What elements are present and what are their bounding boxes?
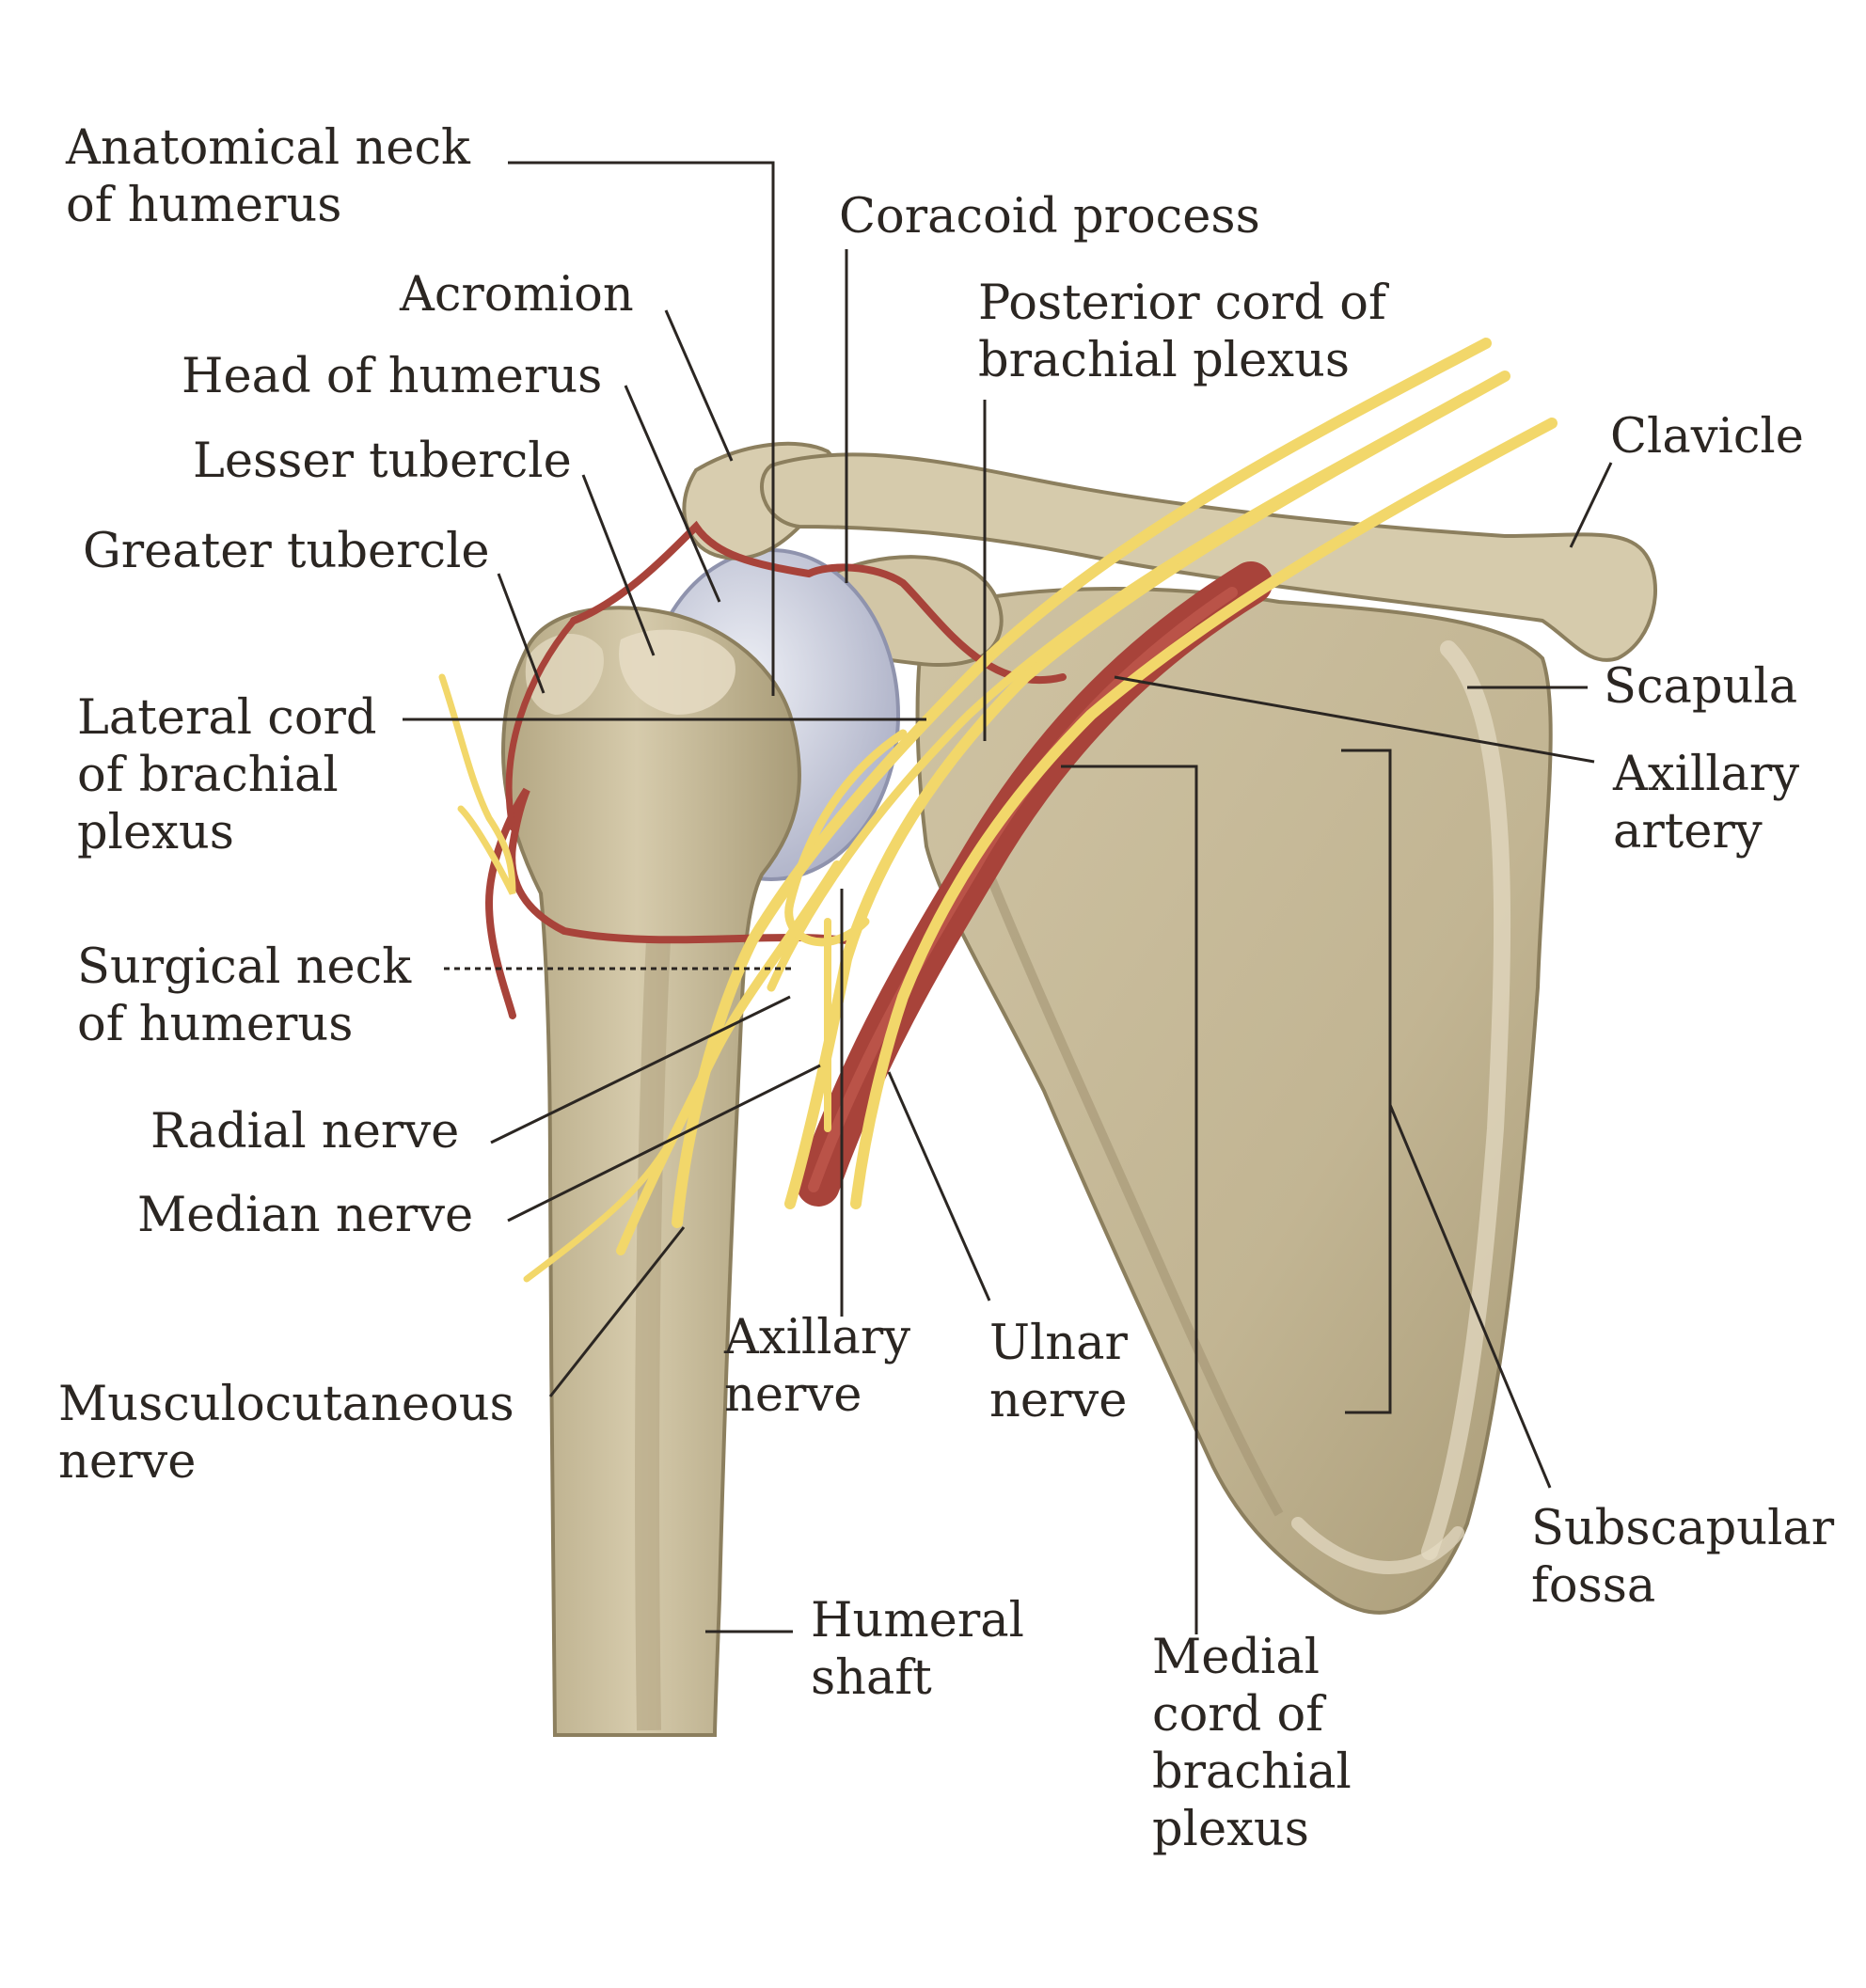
label-line: Anatomical neck [66,120,470,176]
scapula-lateral-ridge [973,844,1284,1517]
lesser-tubercle-shape [619,629,735,715]
label-radial-nerve: Radial nerve [150,1103,459,1160]
label-line: Acromion [400,267,634,323]
label-lesser-tubercle: Lesser tubercle [193,433,572,490]
label-line: Surgical neck [77,939,412,995]
label-line: cord of [1152,1687,1324,1743]
label-line: Clavicle [1610,409,1804,465]
label-line: shaft [811,1650,932,1706]
label-line: Humeral [811,1593,1024,1649]
label-greater-tubercle: Greater tubercle [83,523,490,580]
label-line: Posterior cord of [978,276,1386,331]
label-line: Musculocutaneous [58,1377,514,1432]
label-posterior-cord-of-brachial-plexus: Posterior cord of brachial plexus [978,275,1386,389]
label-line: Lesser tubercle [193,434,572,489]
scapula-rim [1421,640,1511,1560]
label-line: Subscapular [1531,1501,1835,1556]
label-humeral-shaft: Humeral shaft [811,1592,1024,1707]
artery-branch-humeral [484,787,850,1019]
scapula-inferior-rim [1291,1517,1464,1574]
label-line: nerve [58,1434,197,1490]
scapula-shape [915,587,1553,1615]
label-line: Median nerve [137,1188,474,1243]
label-subscapular-fossa: Subscapular fossa [1531,1500,1834,1615]
label-axillary-artery: Axillary artery [1613,746,1799,860]
label-line: plexus [77,805,234,860]
label-line: nerve [724,1367,862,1423]
label-median-nerve: Median nerve [137,1187,473,1244]
label-line: Lateral cord [77,690,377,746]
label-line: Ulnar [989,1316,1128,1371]
label-scapula: Scapula [1604,658,1797,716]
label-ulnar-nerve: Ulnar nerve [989,1315,1128,1429]
label-line: Coracoid process [839,189,1260,245]
humerus-shaft-shade [635,939,671,1731]
label-axillary-nerve: Axillary nerve [724,1309,910,1424]
label-lateral-cord-of-brachial-plexus: Lateral cord of brachial plexus [77,689,377,861]
leader-lines [403,161,1613,1634]
label-line: Radial nerve [150,1104,460,1160]
label-clavicle: Clavicle [1610,408,1804,465]
label-line: Greater tubercle [83,524,490,579]
label-surgical-neck-of-humerus: Surgical neck of humerus [77,939,411,1053]
label-line: Head of humerus [182,349,603,404]
label-line: Medial [1152,1630,1320,1685]
label-anatomical-neck-of-humerus: Anatomical neck of humerus [66,119,470,234]
artery-branch-upper [570,520,1067,685]
label-line: of humerus [66,178,342,233]
label-line: Axillary [1613,747,1800,802]
label-line: brachial [1152,1744,1352,1800]
label-line: artery [1613,804,1763,860]
label-coracoid-process: Coracoid process [839,188,1260,245]
greater-tubercle-shape [525,633,604,715]
label-musculocutaneous-nerve: Musculocutaneous nerve [58,1376,514,1491]
label-line: of humerus [77,997,354,1052]
label-medial-cord-of-brachial-plexus: Medial cord of brachial plexus [1152,1629,1352,1858]
label-head-of-humerus: Head of humerus [182,348,602,405]
label-line: Axillary [724,1310,911,1365]
label-line: nerve [989,1373,1128,1428]
label-line: of brachial [77,748,339,803]
brachial-plexus-nerves [438,338,1558,1283]
artery-branch-lateral [505,617,577,831]
label-line: plexus [1152,1802,1309,1857]
label-acromion: Acromion [400,266,634,323]
label-line: Scapula [1604,659,1798,715]
label-line: brachial plexus [978,333,1351,388]
label-line: fossa [1531,1558,1656,1614]
